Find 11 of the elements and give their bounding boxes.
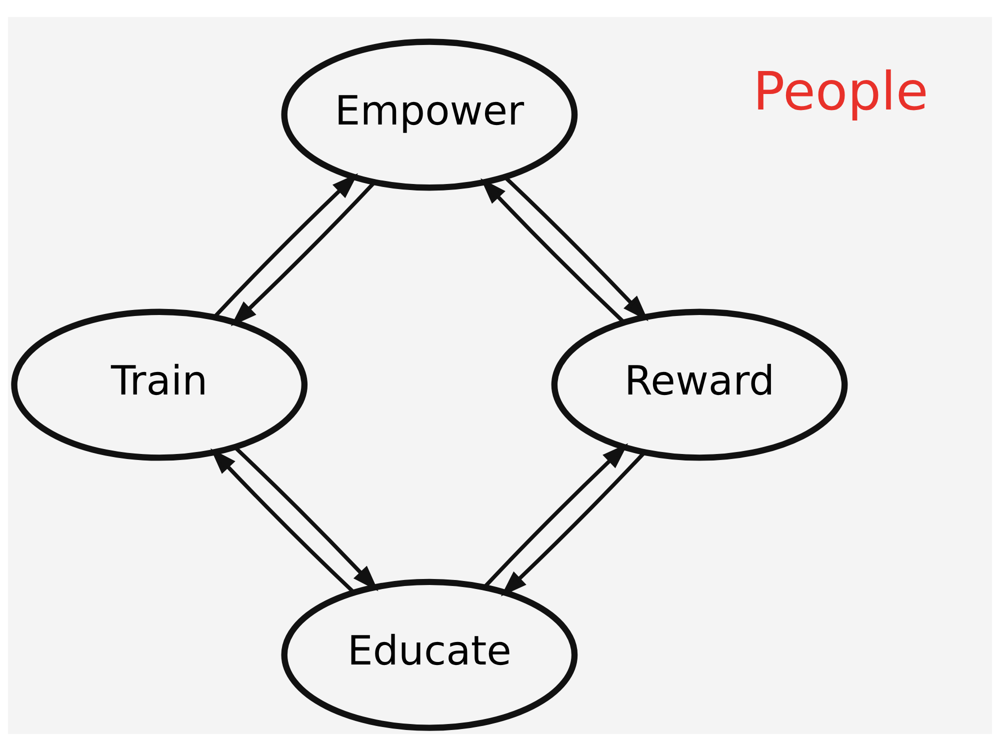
arrow [480,178,625,323]
label: People [753,61,928,122]
arrow [482,442,628,588]
arrow [212,172,358,318]
arrow [210,448,355,593]
arrow [234,446,378,591]
node-ellipse: Reward [551,308,848,460]
node-ellipse: Train [11,308,308,460]
node-ellipse: Educate [281,578,578,730]
arrow [504,176,648,321]
node-ellipse: Empower [281,38,578,190]
